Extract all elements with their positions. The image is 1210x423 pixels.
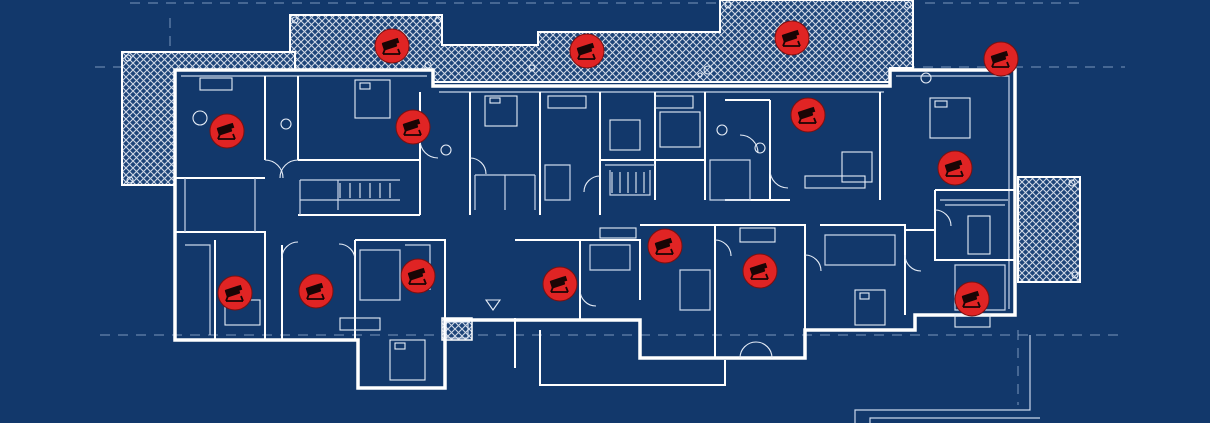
camera-marker[interactable]	[542, 266, 578, 302]
exterior-walls	[173, 68, 1040, 423]
camera-marker[interactable]	[937, 150, 973, 186]
interior-walls	[175, 76, 1015, 358]
camera-marker[interactable]	[209, 113, 245, 149]
camera-marker[interactable]	[374, 28, 410, 64]
terraces	[121, 0, 1081, 341]
camera-marker[interactable]	[400, 258, 436, 294]
camera-marker[interactable]	[647, 228, 683, 264]
camera-marker[interactable]	[983, 41, 1019, 77]
camera-marker[interactable]	[954, 281, 990, 317]
camera-markers	[209, 20, 1019, 317]
camera-marker[interactable]	[298, 273, 334, 309]
camera-marker[interactable]	[217, 275, 253, 311]
doors	[264, 134, 952, 359]
camera-marker[interactable]	[742, 253, 778, 289]
camera-marker[interactable]	[774, 20, 810, 56]
furniture	[124, 1, 1079, 381]
camera-marker[interactable]	[569, 33, 605, 69]
camera-marker[interactable]	[395, 109, 431, 145]
camera-marker[interactable]	[790, 97, 826, 133]
